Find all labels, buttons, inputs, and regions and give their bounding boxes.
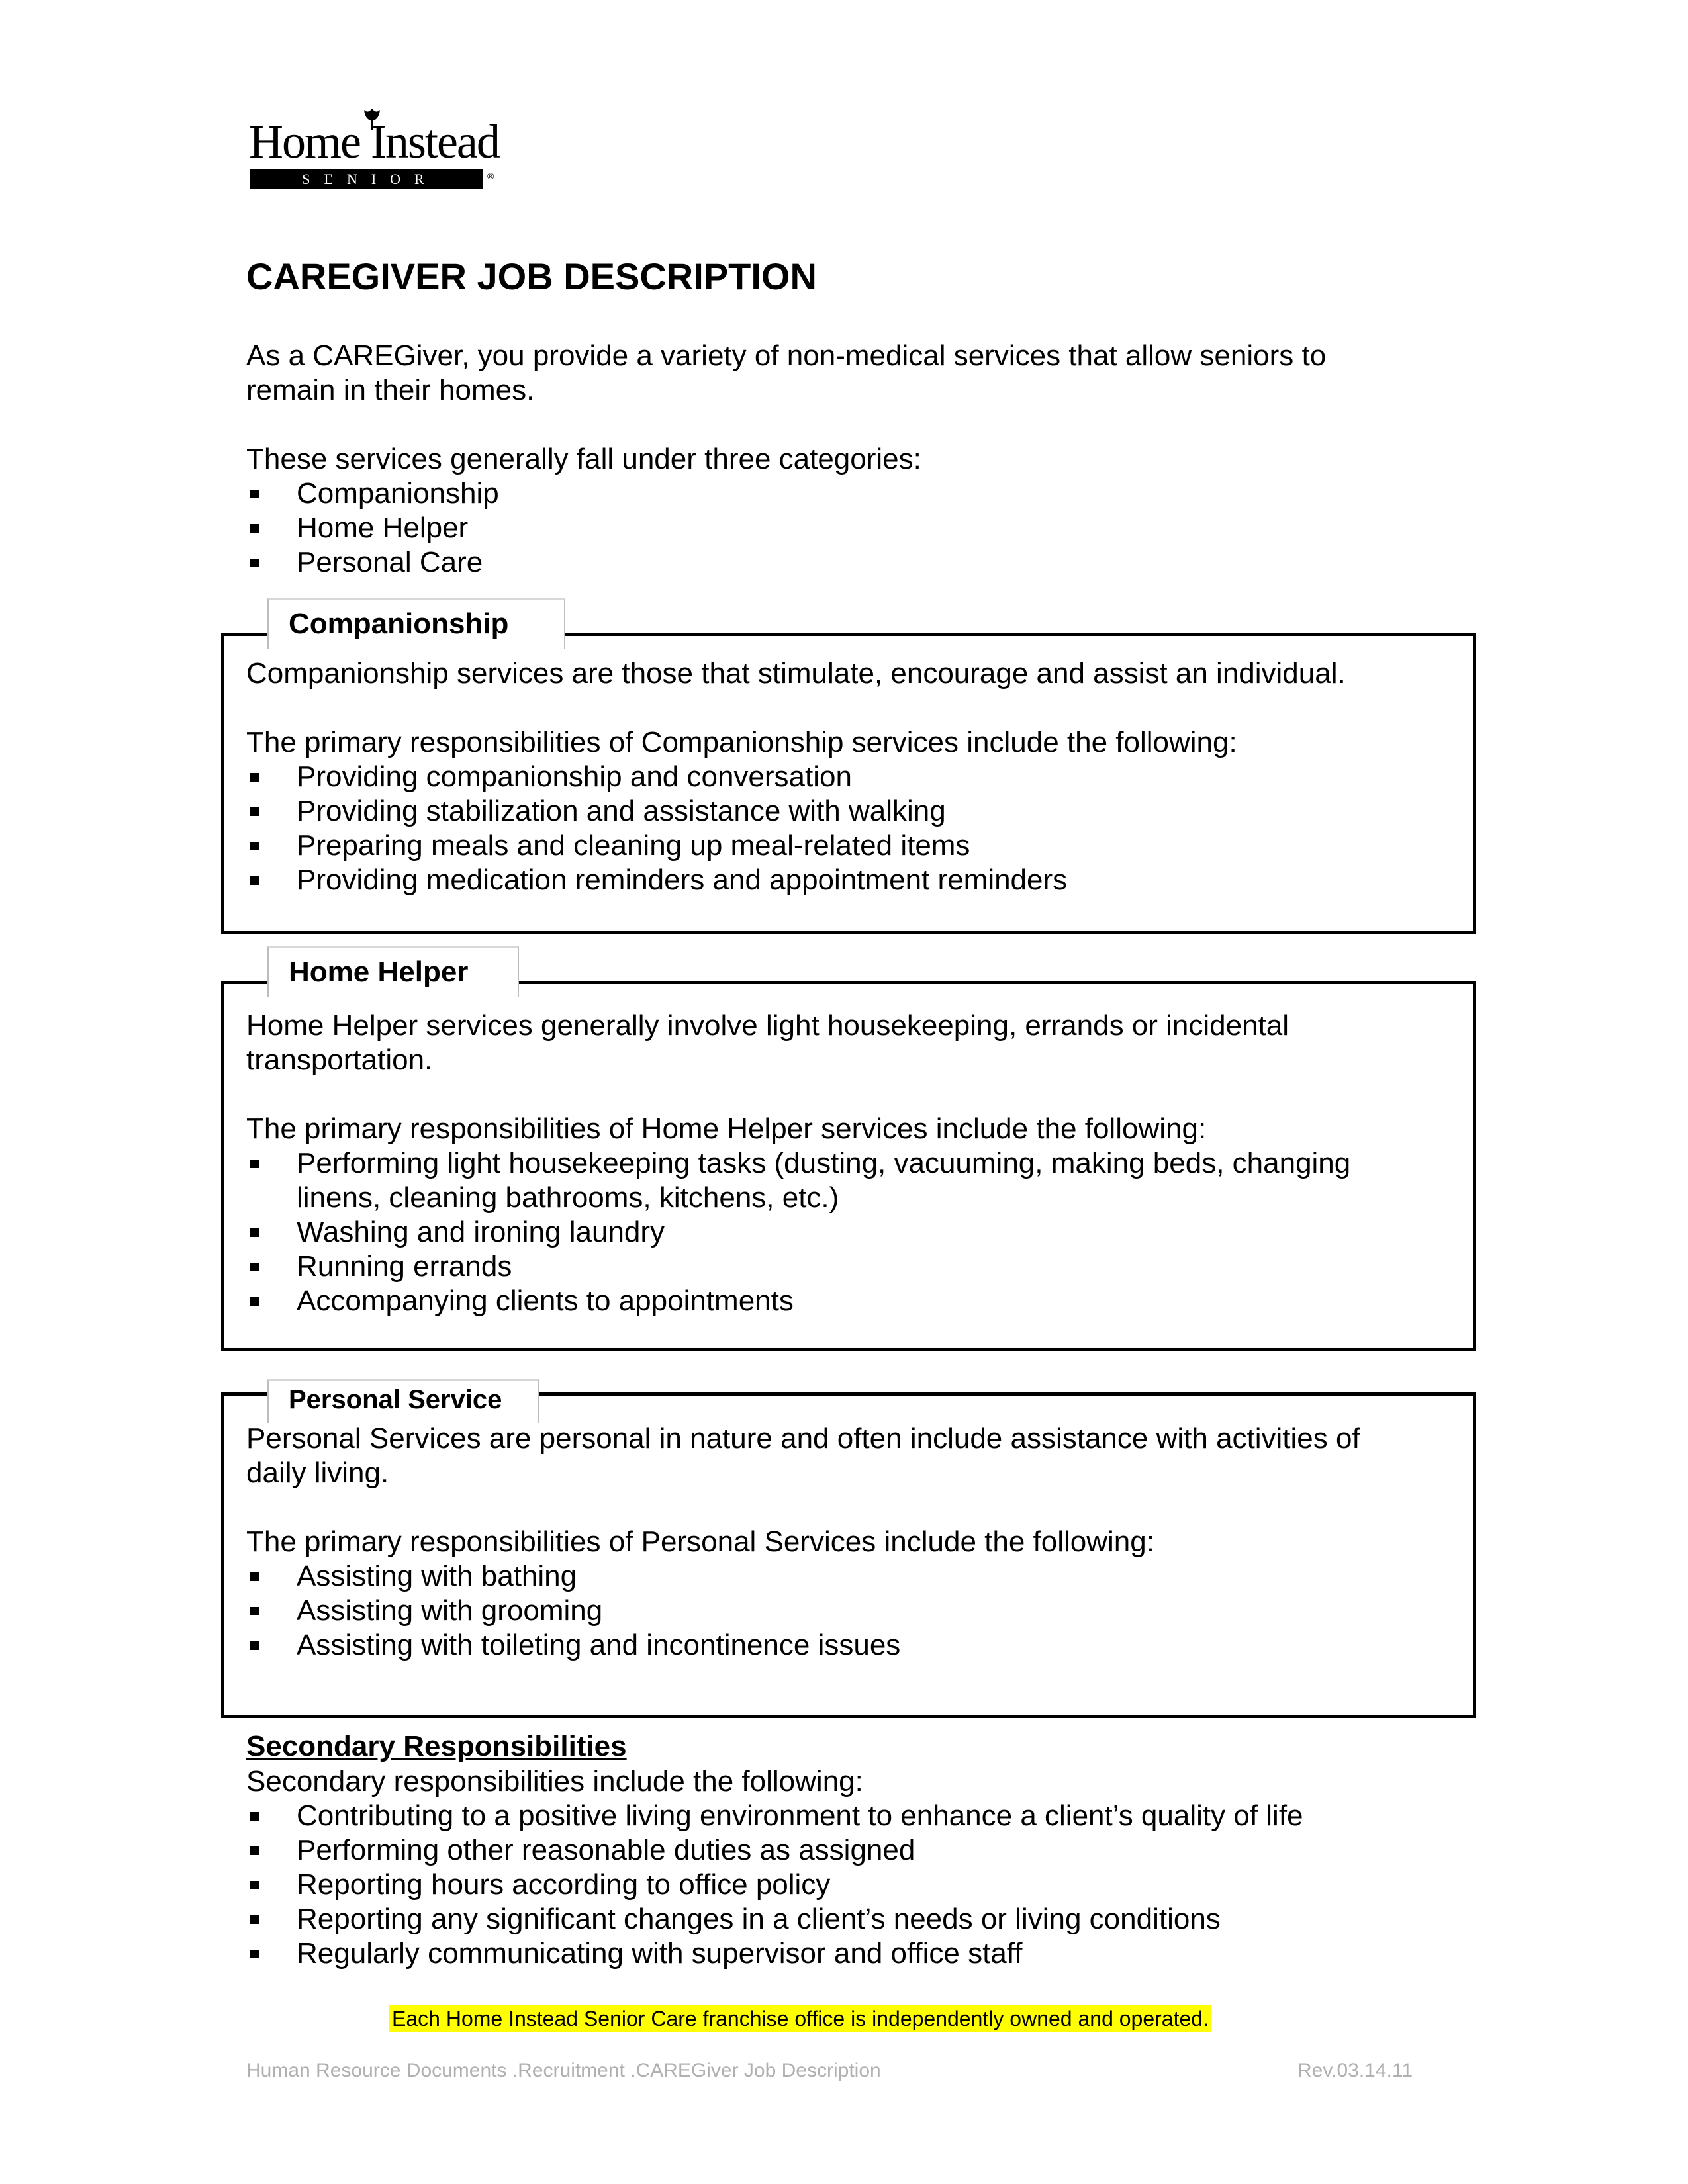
secondary-list: Contributing to a positive living enviro… — [246, 1799, 1303, 1971]
intro-line-2: remain in their homes. — [246, 374, 535, 406]
home-instead-logo: Home Instead SENIOR CARE ® — [249, 106, 500, 207]
list-item: Providing stabilization and assistance w… — [246, 794, 1067, 829]
personal-service-box — [221, 1392, 1476, 1718]
companionship-list: Providing companionship and conversation… — [246, 760, 1067, 897]
home-helper-description-1: Home Helper services generally involve l… — [246, 1009, 1289, 1042]
home-helper-box — [221, 981, 1476, 1351]
secondary-lead: Secondary responsibilities include the f… — [246, 1765, 863, 1797]
personal-service-description-2: daily living. — [246, 1457, 389, 1489]
personal-service-tab: Personal Service — [267, 1379, 539, 1423]
companionship-box — [221, 633, 1476, 934]
list-item: Companionship — [246, 477, 499, 511]
personal-service-description-1: Personal Services are personal in nature… — [246, 1422, 1360, 1455]
list-item: Personal Care — [246, 545, 499, 580]
list-item: Home Helper — [246, 511, 499, 545]
home-helper-list: Performing light housekeeping tasks (dus… — [246, 1146, 1350, 1318]
home-helper-description-2: transportation. — [246, 1044, 433, 1076]
page-title: CAREGIVER JOB DESCRIPTION — [246, 255, 817, 297]
list-item: Accompanying clients to appointments — [246, 1284, 1350, 1318]
list-item: Contributing to a positive living enviro… — [246, 1799, 1303, 1833]
logo-tagline: SENIOR CARE — [250, 169, 483, 207]
footer-path: Human Resource Documents .Recruitment .C… — [246, 2060, 881, 2081]
list-item: Performing light housekeeping tasks (dus… — [246, 1146, 1350, 1215]
list-item: Performing other reasonable duties as as… — [246, 1833, 1303, 1868]
list-item: Assisting with toileting and incontinenc… — [246, 1628, 900, 1662]
list-item: Reporting any significant changes in a c… — [246, 1902, 1303, 1936]
intro-line-1: As a CAREGiver, you provide a variety of… — [246, 340, 1327, 372]
secondary-heading: Secondary Responsibilities — [246, 1730, 627, 1762]
categories-list: Companionship Home Helper Personal Care — [246, 477, 499, 580]
companionship-lead: The primary responsibilities of Companio… — [246, 726, 1237, 758]
footer-revision: Rev.03.14.11 — [1297, 2060, 1413, 2081]
registered-mark: ® — [487, 171, 494, 181]
companionship-tab: Companionship — [267, 598, 565, 649]
home-helper-lead: The primary responsibilities of Home Hel… — [246, 1113, 1207, 1145]
list-item: Assisting with grooming — [246, 1594, 900, 1628]
franchise-notice: Each Home Instead Senior Care franchise … — [389, 2005, 1211, 2032]
companionship-description: Companionship services are those that st… — [246, 657, 1346, 690]
list-item: Running errands — [246, 1250, 1350, 1284]
list-item: Reporting hours according to office poli… — [246, 1868, 1303, 1902]
list-item: Preparing meals and cleaning up meal-rel… — [246, 829, 1067, 863]
tulip-icon — [364, 109, 380, 130]
logo-wordmark: Home Instead — [249, 115, 500, 168]
list-item: Regularly communicating with supervisor … — [246, 1936, 1303, 1971]
personal-service-lead: The primary responsibilities of Personal… — [246, 1525, 1154, 1558]
list-item: Providing medication reminders and appoi… — [246, 863, 1067, 897]
personal-service-list: Assisting with bathing Assisting with gr… — [246, 1559, 900, 1662]
home-helper-tab: Home Helper — [267, 946, 519, 997]
list-item: Assisting with bathing — [246, 1559, 900, 1594]
list-item: Providing companionship and conversation — [246, 760, 1067, 794]
categories-lead: These services generally fall under thre… — [246, 443, 921, 475]
list-item: Washing and ironing laundry — [246, 1215, 1350, 1250]
